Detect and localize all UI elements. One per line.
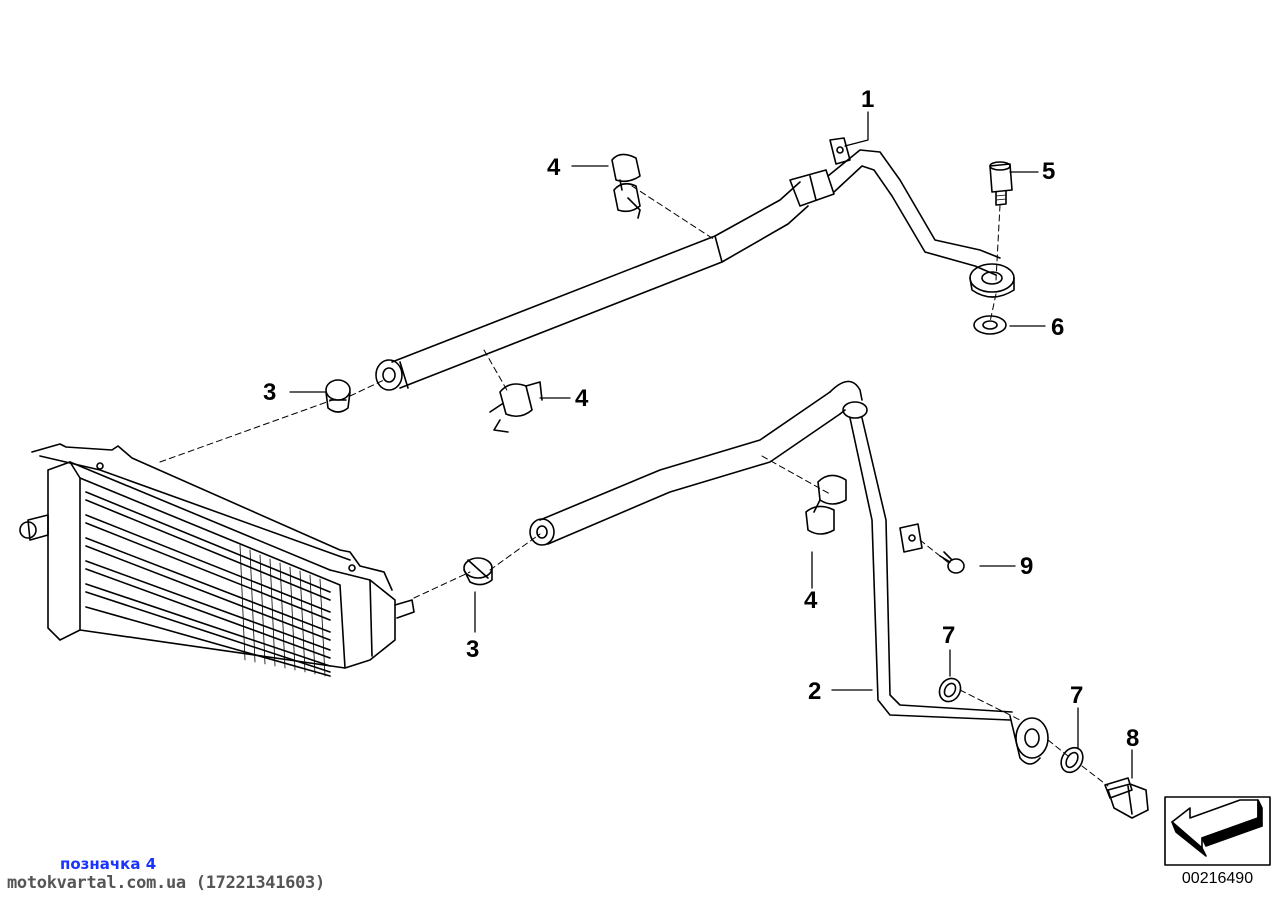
callout-3b: 3 bbox=[466, 636, 480, 663]
callout-4b: 4 bbox=[575, 385, 589, 412]
callout-2: 2 bbox=[808, 678, 822, 705]
holder-clip-4b bbox=[489, 381, 543, 433]
callout-8: 8 bbox=[1126, 725, 1140, 752]
site-watermark: motokvartal.com.ua (17221341603) bbox=[7, 873, 325, 893]
holder-clip-4c bbox=[805, 474, 847, 535]
oil-line-upper bbox=[375, 137, 1015, 391]
callout-7a: 7 bbox=[942, 622, 956, 649]
callout-5: 5 bbox=[1042, 158, 1056, 185]
assembly-lines bbox=[159, 185, 1109, 787]
seal-ring-7b bbox=[1060, 746, 1084, 774]
label-tag: позначка 4 bbox=[60, 855, 157, 873]
diagram-number: 00216490 bbox=[1181, 870, 1254, 887]
holder-clip-4a bbox=[611, 153, 641, 219]
hollow-bolt-5 bbox=[989, 161, 1013, 206]
callout-7b: 7 bbox=[1070, 682, 1084, 709]
screw-9 bbox=[939, 551, 965, 574]
callout-4a: 4 bbox=[547, 154, 561, 181]
leader-lines bbox=[289, 111, 1133, 779]
hose-clamp-3b bbox=[463, 557, 493, 586]
oil-line-lower bbox=[529, 380, 1049, 765]
callout-9: 9 bbox=[1020, 553, 1034, 580]
hose-clamp-3a bbox=[325, 379, 351, 413]
reference-arrow-icon bbox=[1164, 796, 1271, 866]
seal-ring-6 bbox=[973, 315, 1007, 335]
callout-4c: 4 bbox=[804, 587, 818, 614]
screw-plug-8 bbox=[1104, 777, 1149, 819]
callout-6: 6 bbox=[1051, 314, 1065, 341]
oil-cooler bbox=[19, 443, 415, 677]
seal-ring-7a bbox=[938, 677, 962, 703]
callout-3a: 3 bbox=[263, 379, 277, 406]
callout-1: 1 bbox=[861, 86, 875, 113]
